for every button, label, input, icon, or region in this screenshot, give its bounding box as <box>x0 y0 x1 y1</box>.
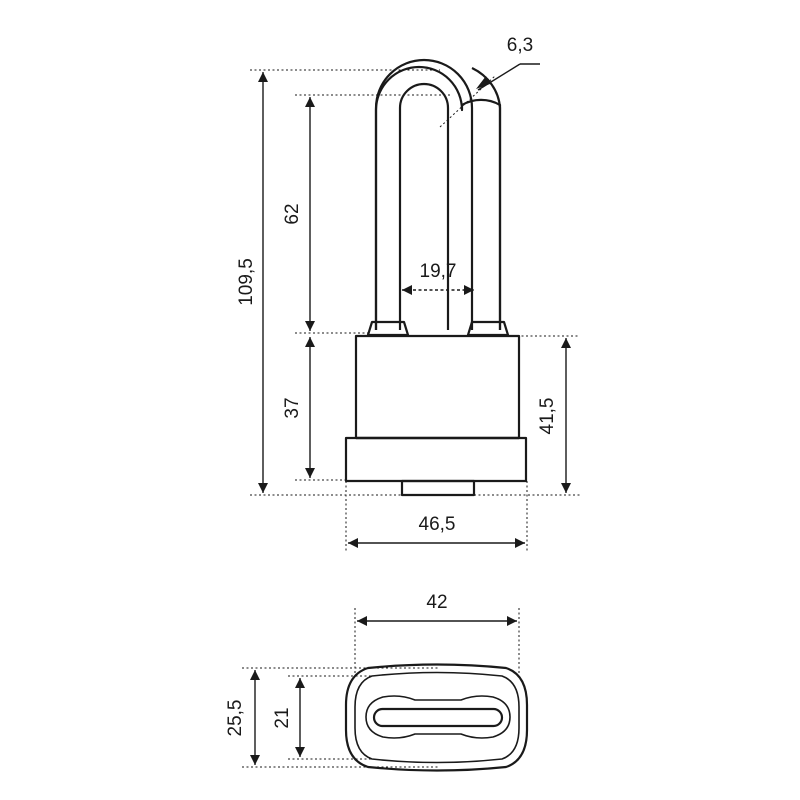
label-bottom-depth: 25,5 <box>225 700 246 737</box>
dimension-body-depth: 21 <box>272 675 372 760</box>
dimension-shackle-inner-width: 19,7 <box>402 261 474 295</box>
dimension-body-height-with-cylinder: 41,5 <box>474 335 580 496</box>
shackle <box>374 58 502 330</box>
lock-body <box>354 334 521 440</box>
label-body-height: 37 <box>282 397 303 418</box>
keyway-slot <box>372 707 504 728</box>
front-view <box>344 58 528 497</box>
label-body-depth: 21 <box>272 707 293 728</box>
bottom-outer-outline <box>344 663 529 772</box>
dimension-shackle-wire-diameter: 6,3 <box>439 35 540 128</box>
dimension-total-height: 109,5 <box>236 69 440 496</box>
label-shackle-wire-diameter: 6,3 <box>507 35 533 56</box>
bottom-view <box>344 663 529 772</box>
label-shackle-clearance: 62 <box>282 203 303 224</box>
label-bottom-width: 46,5 <box>419 514 456 535</box>
bottom-inner-outline <box>354 671 520 764</box>
dimension-bottom-depth: 25,5 <box>225 667 440 768</box>
label-body-height-with-cylinder: 41,5 <box>537 398 558 435</box>
dimension-body-width: 42 <box>354 592 520 676</box>
shackle-collars <box>366 320 510 337</box>
dimension-bottom-width: 46,5 <box>345 481 528 552</box>
label-body-width: 42 <box>426 592 447 613</box>
label-shackle-inner-width: 19,7 <box>420 261 457 282</box>
dimension-body-height: 37 <box>282 337 346 481</box>
dimension-shackle-clearance: 62 <box>282 94 450 334</box>
label-total-height: 109,5 <box>236 258 257 306</box>
body-bottom-cover <box>344 436 528 483</box>
keyway-outer <box>365 695 511 739</box>
key-cylinder <box>400 479 476 497</box>
